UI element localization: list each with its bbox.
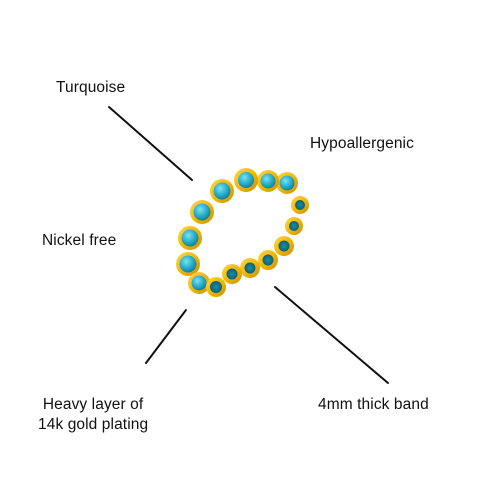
pointer-line-heavy-plating: [145, 309, 187, 364]
pointer-line-band: [274, 286, 389, 384]
ring-back-stones: [222, 196, 309, 284]
label-nickel-free: Nickel free: [42, 232, 117, 249]
label-heavy-plating-line1: Heavy layer of: [42, 396, 144, 413]
label-turquoise: Turquoise: [56, 79, 126, 96]
label-heavy-plating: Heavy layer of 14k gold plating: [38, 395, 148, 435]
pointer-line-turquoise: [108, 106, 193, 181]
ring-front-stones: [176, 168, 298, 297]
pointer-lines: [108, 106, 389, 384]
label-hypoallergenic: Hypoallergenic: [310, 135, 414, 152]
label-heavy-plating-line2: 14k gold plating: [38, 416, 149, 433]
label-band-thickness: 4mm thick band: [318, 396, 429, 413]
